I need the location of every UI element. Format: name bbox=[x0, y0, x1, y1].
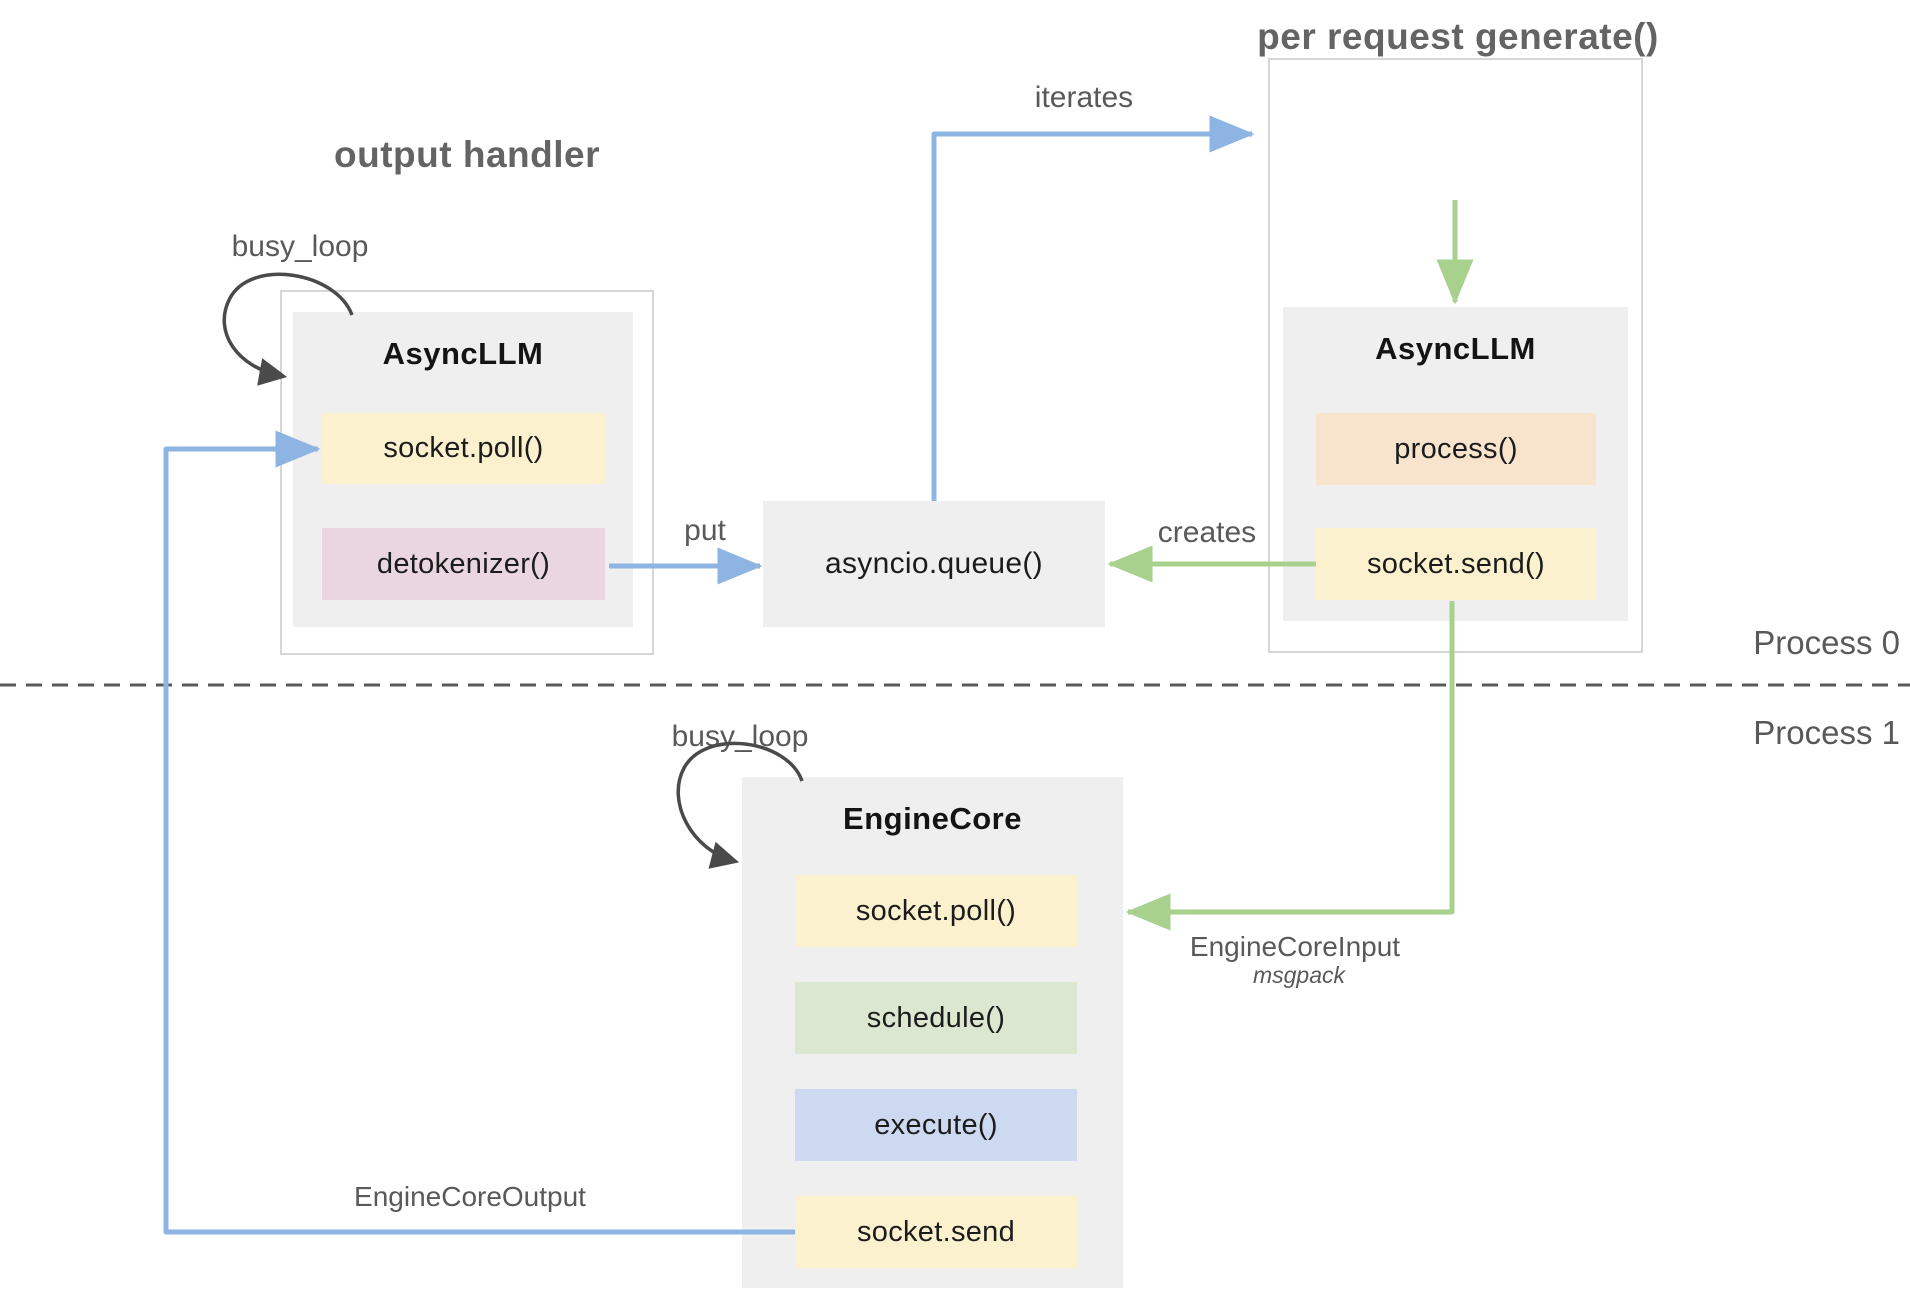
detokenizer-box: detokenizer() bbox=[322, 528, 605, 600]
engine-core-output-label: EngineCoreOutput bbox=[354, 1181, 586, 1212]
put-label: put bbox=[684, 514, 726, 547]
asyncio-queue-box: asyncio.queue() bbox=[763, 501, 1105, 627]
iterates-arrow bbox=[931, 115, 1255, 501]
process-box: process() bbox=[1316, 413, 1596, 485]
socket-poll-left-box: socket.poll() bbox=[322, 413, 605, 484]
iterates-label: iterates bbox=[1034, 81, 1134, 114]
asyncllm-right-title: AsyncLLM bbox=[1375, 331, 1536, 366]
socket-poll-engine-box: socket.poll() bbox=[795, 875, 1077, 947]
output-handler-title: output handler bbox=[334, 134, 600, 175]
engine-core-input-label: EngineCoreInput bbox=[1189, 931, 1401, 962]
execute-box: execute() bbox=[795, 1089, 1077, 1161]
engine-core-title: EngineCore bbox=[843, 801, 1022, 836]
process-1-label: Process 1 bbox=[1753, 714, 1900, 751]
socket-send-right-box: socket.send() bbox=[1316, 528, 1596, 600]
per-request-generate-title: per request generate() bbox=[1257, 16, 1659, 57]
msgpack-label: msgpack bbox=[1252, 962, 1346, 988]
schedule-box: schedule() bbox=[795, 982, 1077, 1054]
creates-label: creates bbox=[1157, 516, 1257, 549]
socket-send-engine-box: socket.send bbox=[795, 1196, 1077, 1268]
asyncllm-left-title: AsyncLLM bbox=[382, 336, 544, 371]
busy-loop-label-top: busy_loop bbox=[231, 230, 369, 263]
busy-loop-label-bottom: busy_loop bbox=[671, 720, 809, 753]
process-0-label: Process 0 bbox=[1753, 624, 1900, 661]
